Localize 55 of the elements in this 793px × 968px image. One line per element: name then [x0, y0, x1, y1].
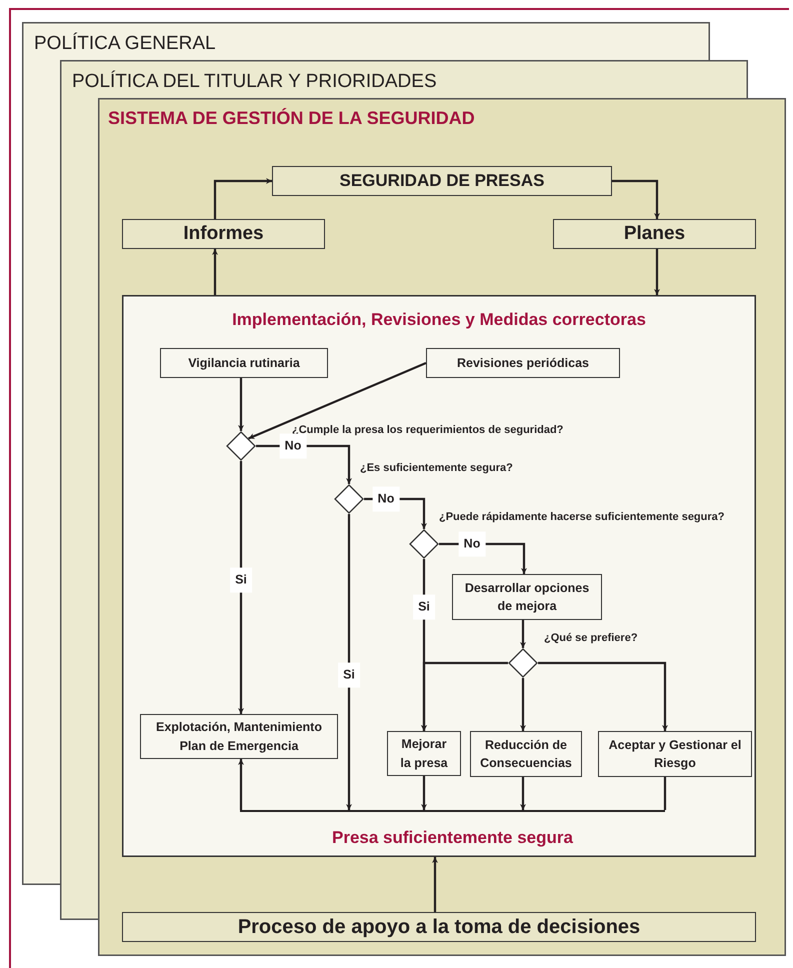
process-box: [160, 348, 328, 378]
box-label: Desarrollar opciones de mejora: [464, 580, 590, 615]
box-label: Explotación, Mantenimiento Plan de Emergencia: [155, 719, 323, 755]
box-label: Revisiones periódicas: [456, 354, 589, 372]
process-box: [122, 219, 325, 249]
process-box: [598, 731, 752, 777]
process-box: [452, 574, 602, 620]
box-label: SEGURIDAD DE PRESAS: [340, 170, 544, 192]
arrow: [214, 178, 272, 219]
panel-heading: SISTEMA DE GESTIÓN DE LA SEGURIDAD: [108, 107, 475, 130]
arrow: [346, 514, 352, 810]
question-text: ¿Es suficientemente segura?: [360, 461, 513, 476]
box-label: Mejorar la presa: [399, 736, 449, 772]
arrow: [421, 662, 508, 731]
process-box: [553, 219, 756, 249]
box-label: Vigilancia rutinaria: [188, 354, 300, 372]
edge-label: No: [458, 532, 486, 556]
arrow: [520, 620, 526, 648]
process-box: [140, 714, 338, 759]
outcome-text: Presa suficientemente segura: [332, 826, 573, 849]
panel-heading: POLÍTICA GENERAL: [34, 32, 216, 56]
arrow: [520, 777, 526, 810]
arrow: [654, 249, 660, 295]
edge-label: Si: [413, 594, 435, 620]
arrow: [238, 378, 244, 431]
edge-label: Si: [230, 568, 252, 592]
arrow: [212, 249, 218, 295]
box-label: Reducción de Consecuencias: [479, 736, 573, 772]
process-box: [426, 348, 620, 378]
box-label: Aceptar y Gestionar el Riesgo: [608, 736, 742, 772]
edge-label: No: [280, 434, 306, 458]
outcome-label: [240, 810, 665, 850]
arrow: [538, 662, 668, 731]
arrow: [432, 857, 438, 912]
process-panel: [122, 295, 756, 857]
edge-label: Si: [338, 662, 360, 688]
arrow: [238, 759, 244, 810]
panel-heading: POLÍTICA DEL TITULAR Y PRIORIDADES: [72, 70, 437, 94]
process-box: [387, 731, 461, 776]
arrow: [421, 776, 427, 810]
process-box: [470, 731, 582, 777]
arrow: [248, 362, 426, 440]
panel-heading: Implementación, Revisiones y Medidas correctoras: [232, 309, 646, 331]
question-text: ¿Qué se prefiere?: [544, 631, 638, 646]
question-text: ¿Puede rápidamente hacerse suficientemente segura?: [439, 510, 724, 525]
box-label: Planes: [624, 222, 686, 246]
connector-line: [664, 777, 666, 810]
process-box: [272, 166, 612, 196]
process-box: [122, 912, 756, 942]
arrow: [238, 461, 244, 714]
arrow: [520, 678, 526, 731]
box-label: Informes: [183, 222, 264, 246]
box-label: Proceso de apoyo a la toma de decisiones: [238, 915, 640, 940]
edge-label: No: [372, 486, 400, 512]
arrow: [612, 180, 660, 219]
